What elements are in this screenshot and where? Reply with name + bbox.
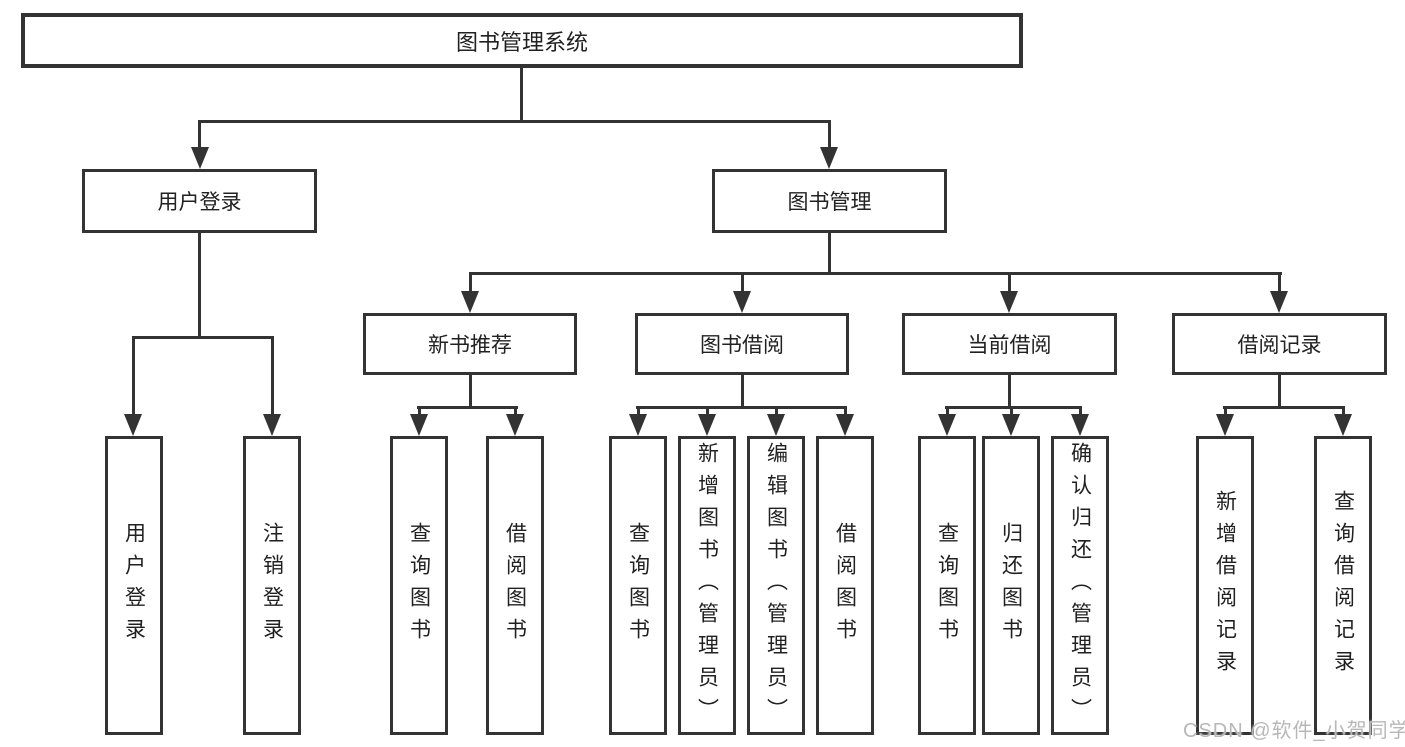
connector-record-hline [1223,406,1345,409]
node-book-management-label: 图书管理 [787,191,872,214]
leaf-add-book-admin-label: 新增图书（管理员） [695,441,719,730]
connector-borrow-shaft [741,272,744,293]
connector-record-shaft [1278,272,1281,293]
leaf-confirm-return-admin-label: 确认归还（管理员） [1068,441,1092,730]
arrow-down-icon [698,414,716,436]
connector-borrow-stem [741,375,744,409]
connector-record-stem [1278,375,1281,409]
node-book-borrowing-label: 图书借阅 [700,334,784,357]
connector-shaft [1079,406,1082,418]
connector-login-hline [132,336,274,339]
connector-root-stem [520,68,523,121]
leaf-query-books-recommend-label: 查询图书 [407,521,431,650]
connector-shaft [775,406,778,418]
leaf-return-book: 归还图书 [982,436,1040,735]
connector-mgmt-arrow-shaft [828,120,831,150]
leaf-query-borrow-record-label: 查询借阅记录 [1331,489,1355,682]
arrow-down-icon [938,414,956,436]
leaf-user-login-label: 用户登录 [122,521,146,650]
connector-shaft [706,406,709,418]
leaf-query-books-current: 查询图书 [918,436,976,735]
node-new-book-recommend: 新书推荐 [363,313,577,375]
connector-recommend-hline [417,406,518,409]
arrow-down-icon [410,414,428,436]
node-current-borrowing-label: 当前借阅 [967,334,1052,357]
arrow-down-icon [1071,414,1089,436]
connector-login-leaf1-shaft [132,336,135,418]
leaf-borrow-books: 借阅图书 [816,436,874,735]
connector-shaft [418,406,421,418]
leaf-add-borrow-record: 新增借阅记录 [1196,436,1254,735]
connector-shaft [1010,406,1013,418]
arrow-down-icon [767,414,785,436]
arrow-down-icon [1000,291,1018,313]
leaf-borrow-books-recommend: 借阅图书 [486,436,544,735]
connector-level1-hline [198,120,831,123]
node-root-label: 图书管理系统 [455,29,588,55]
arrow-down-icon [191,147,209,169]
connector-shaft [946,406,949,418]
connector-shaft [1224,406,1227,418]
arrow-down-icon [1334,414,1352,436]
node-new-book-recommend-label: 新书推荐 [428,334,512,357]
connector-login-arrow-shaft [198,120,201,150]
leaf-query-books-recommend: 查询图书 [390,436,448,735]
arrow-down-icon [820,147,838,169]
leaf-add-book-admin: 新增图书（管理员） [678,436,736,735]
connector-shaft [514,406,517,418]
connector-login-leaf2-shaft [271,336,274,418]
arrow-down-icon [629,414,647,436]
connector-recommend-stem [469,375,472,409]
leaf-borrow-books-recommend-label: 借阅图书 [503,521,527,650]
connector-shaft [637,406,640,418]
connector-borrow-hline [636,406,847,409]
connector-login-stem [198,233,201,339]
leaf-logout: 注销登录 [243,436,301,735]
node-borrowing-records-label: 借阅记录 [1237,334,1322,357]
leaf-return-book-label: 归还图书 [999,521,1023,650]
arrow-down-icon [1270,291,1288,313]
connector-mgmt-stem [828,233,831,275]
connector-current-hline [945,406,1082,409]
leaf-edit-book-admin: 编辑图书（管理员） [747,436,805,735]
arrow-down-icon [1216,414,1234,436]
node-user-login: 用户登录 [82,169,317,233]
arrow-down-icon [733,291,751,313]
arrow-down-icon [263,414,281,436]
node-book-management: 图书管理 [712,169,947,233]
csdn-watermark: CSDN @软件_小贺同学 [1183,720,1405,742]
leaf-query-books-current-label: 查询图书 [935,521,959,650]
arrow-down-icon [461,291,479,313]
arrow-down-icon [124,414,142,436]
leaf-logout-label: 注销登录 [260,521,284,650]
connector-current-shaft [1008,272,1011,293]
leaf-confirm-return-admin: 确认归还（管理员） [1051,436,1109,735]
arrow-down-icon [506,414,524,436]
leaf-query-books-borrow-label: 查询图书 [626,521,650,650]
connector-level3-hline [469,272,1282,275]
connector-current-stem [1008,375,1011,409]
leaf-user-login: 用户登录 [105,436,163,735]
leaf-add-borrow-record-label: 新增借阅记录 [1213,489,1237,682]
node-root: 图书管理系统 [21,13,1023,68]
arrow-down-icon [836,414,854,436]
connector-recommend-shaft [469,272,472,293]
node-current-borrowing: 当前借阅 [902,313,1117,375]
node-borrowing-records: 借阅记录 [1172,313,1387,375]
leaf-query-borrow-record: 查询借阅记录 [1314,436,1372,735]
leaf-borrow-books-label: 借阅图书 [833,521,857,650]
leaf-query-books-borrow: 查询图书 [609,436,667,735]
arrow-down-icon [1002,414,1020,436]
connector-shaft [844,406,847,418]
node-user-login-label: 用户登录 [157,191,242,214]
node-book-borrowing: 图书借阅 [635,313,849,375]
leaf-edit-book-admin-label: 编辑图书（管理员） [764,441,788,730]
connector-shaft [1342,406,1345,418]
